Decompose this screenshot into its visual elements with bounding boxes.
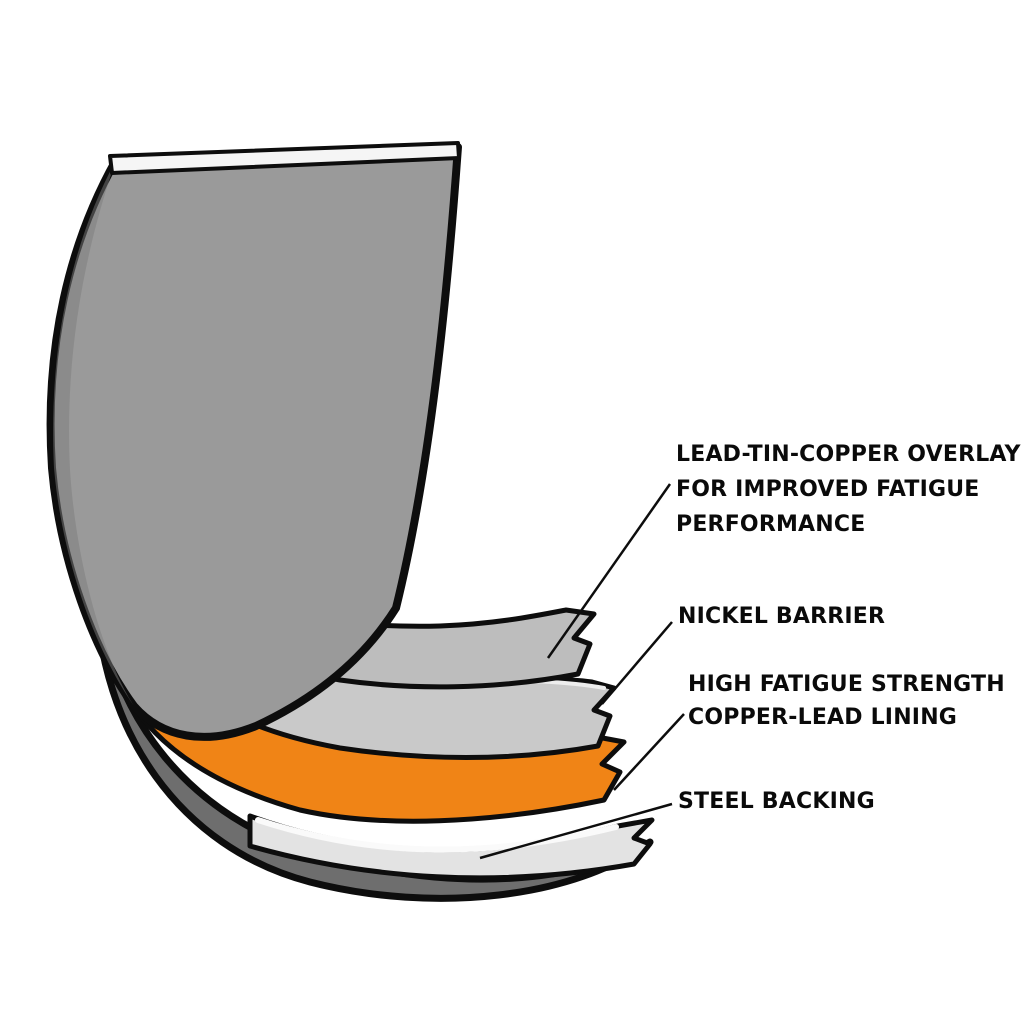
shell-top-edge-face bbox=[108, 141, 461, 175]
steel-backing-highlight bbox=[255, 817, 619, 853]
leader-line-nickel bbox=[601, 621, 673, 705]
leader-line-overlay bbox=[546, 483, 672, 659]
label-line: FOR IMPROVED FATIGUE bbox=[676, 477, 980, 502]
shell-body-shape bbox=[46, 143, 462, 741]
label-nickel-barrier: NICKEL BARRIER bbox=[678, 599, 885, 634]
label-steel-backing: STEEL BACKING bbox=[678, 784, 875, 819]
label-line: COPPER-LEAD LINING bbox=[688, 705, 958, 730]
label-copper-lead-lining: HIGH FATIGUE STRENGTH COPPER-LEAD LINING bbox=[688, 668, 1005, 734]
leader-line-copper-lead bbox=[613, 713, 685, 791]
shell-shading bbox=[53, 160, 134, 706]
label-line: STEEL BACKING bbox=[678, 789, 875, 814]
label-line: PERFORMANCE bbox=[676, 512, 866, 537]
label-line: HIGH FATIGUE STRENGTH bbox=[688, 672, 1005, 697]
leader-line-steel bbox=[479, 802, 673, 860]
label-lead-tin-copper-overlay: LEAD-TIN-COPPER OVERLAY FOR IMPROVED FAT… bbox=[676, 437, 1021, 542]
label-line: LEAD-TIN-COPPER OVERLAY bbox=[676, 442, 1021, 467]
label-line: NICKEL BARRIER bbox=[678, 604, 886, 629]
